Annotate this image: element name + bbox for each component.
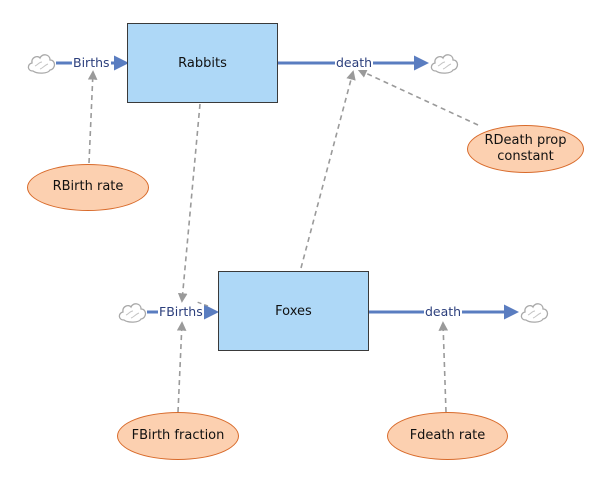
flow-label-rabbit-death[interactable]: death (335, 55, 374, 70)
aux-rdeath-prop-constant-label-line1: RDeath prop (484, 132, 567, 148)
connector-rbirth-rate-to-births[interactable] (87, 70, 98, 164)
aux-rdeath-prop-constant[interactable]: RDeath prop constant (467, 125, 584, 173)
connector-rabbits-to-fbirths[interactable] (177, 103, 201, 303)
cloud-icon[interactable] (116, 298, 148, 326)
flow-label-rabbit-births[interactable]: Births (72, 55, 111, 70)
aux-rbirth-rate[interactable]: RBirth rate (27, 164, 149, 211)
stock-foxes-label: Foxes (275, 303, 312, 319)
cloud-icon[interactable] (25, 49, 57, 77)
connector-fdeath-rate-to-death[interactable] (438, 321, 449, 413)
connector-foxes-stub (196, 301, 209, 307)
flow-label-fox-births[interactable]: FBirths (158, 304, 204, 319)
aux-fdeath-rate-label: Fdeath rate (409, 427, 486, 443)
stock-rabbits[interactable]: Rabbits (127, 23, 278, 103)
stock-rabbits-label: Rabbits (178, 55, 227, 71)
connector-rdeath-constant-to-death[interactable] (357, 68, 479, 126)
aux-fdeath-rate[interactable]: Fdeath rate (387, 412, 508, 460)
connector-fbirth-fraction-to-fbirths[interactable] (176, 321, 187, 413)
cloud-icon[interactable] (518, 298, 550, 326)
stock-foxes[interactable]: Foxes (218, 271, 369, 351)
flow-label-fox-death[interactable]: death (424, 304, 463, 319)
aux-rdeath-prop-constant-label-line2: constant (497, 149, 554, 164)
connector-foxes-to-death[interactable] (300, 70, 356, 269)
aux-rbirth-rate-label: RBirth rate (52, 179, 124, 195)
aux-fbirth-fraction-label: FBirth fraction (131, 427, 225, 443)
aux-fbirth-fraction[interactable]: FBirth fraction (117, 412, 239, 460)
cloud-icon[interactable] (428, 49, 460, 77)
